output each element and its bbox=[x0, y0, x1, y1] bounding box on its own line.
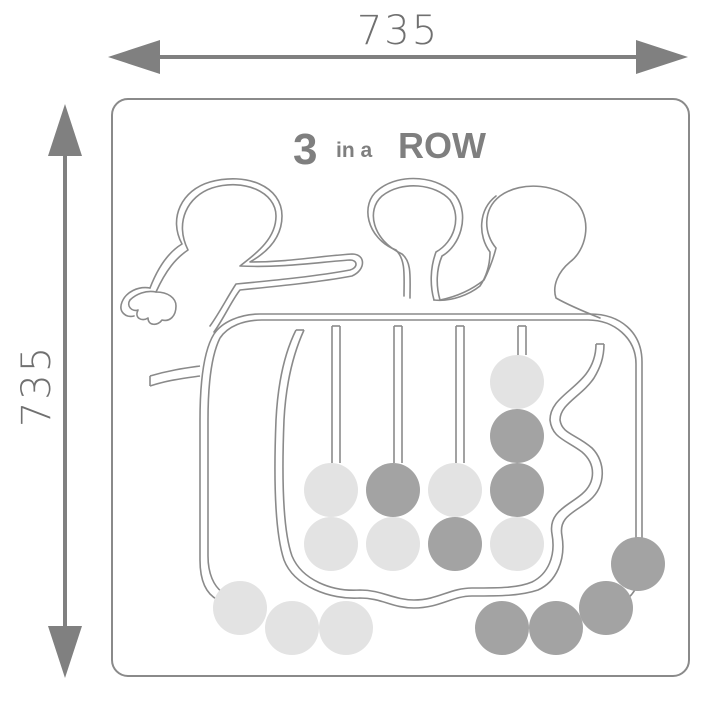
rod-3 bbox=[455, 325, 465, 463]
balls-layer bbox=[213, 355, 665, 655]
ball-column-3-1[interactable] bbox=[428, 517, 482, 571]
ball-left-tray-2[interactable] bbox=[265, 601, 319, 655]
ball-right-tray-2[interactable] bbox=[529, 601, 583, 655]
ball-column-1-2[interactable] bbox=[304, 463, 358, 517]
ball-column-2-2[interactable] bbox=[366, 463, 420, 517]
ball-left-tray-1[interactable] bbox=[213, 581, 267, 635]
kids-silhouette-outline bbox=[120, 177, 601, 333]
ball-column-4-3[interactable] bbox=[490, 409, 544, 463]
ball-right-tray-1[interactable] bbox=[475, 601, 529, 655]
ball-column-3-2[interactable] bbox=[428, 463, 482, 517]
width-label: 735 bbox=[357, 8, 439, 54]
rod-2 bbox=[393, 325, 403, 463]
rod-1 bbox=[331, 325, 341, 463]
ball-column-4-4[interactable] bbox=[490, 355, 544, 409]
width-dimension: 735 bbox=[108, 8, 688, 74]
width-arrow-left-icon bbox=[108, 40, 160, 74]
height-label: 735 bbox=[14, 345, 60, 427]
title-numeral: 3 bbox=[293, 125, 317, 174]
height-arrow-down-icon bbox=[48, 626, 82, 678]
ball-column-4-1[interactable] bbox=[490, 517, 544, 571]
ball-left-tray-3[interactable] bbox=[319, 601, 373, 655]
panel-title: 3 in a ROW bbox=[293, 125, 486, 174]
rod-4 bbox=[517, 325, 527, 355]
title-large-text: ROW bbox=[398, 125, 486, 166]
panel-border bbox=[111, 98, 690, 677]
width-arrow-right-icon bbox=[636, 40, 688, 74]
ball-right-tray-4[interactable] bbox=[611, 537, 665, 591]
rods bbox=[331, 325, 527, 463]
ball-column-4-2[interactable] bbox=[490, 463, 544, 517]
ball-right-tray-3[interactable] bbox=[579, 581, 633, 635]
height-arrow-up-icon bbox=[48, 104, 82, 156]
ball-column-2-1[interactable] bbox=[366, 517, 420, 571]
height-dimension: 735 bbox=[14, 104, 82, 678]
ball-column-1-1[interactable] bbox=[304, 517, 358, 571]
title-small-text: in a bbox=[336, 139, 372, 162]
